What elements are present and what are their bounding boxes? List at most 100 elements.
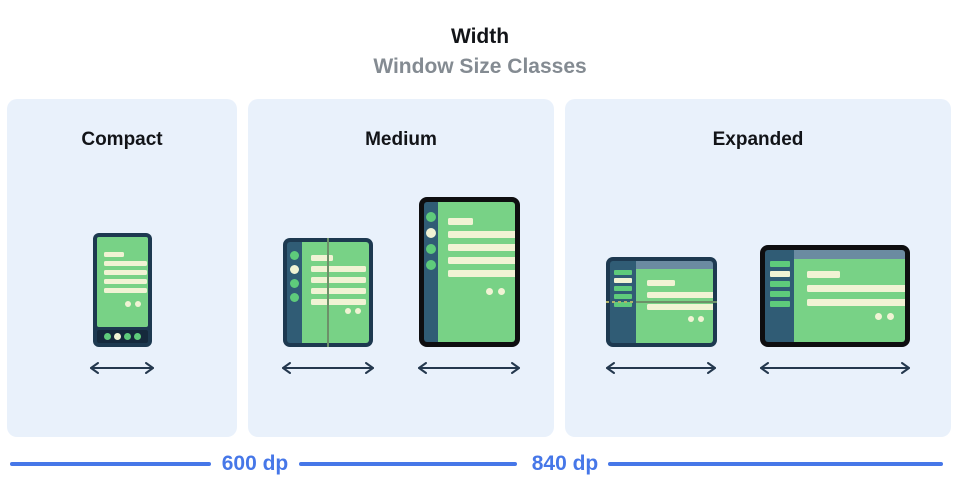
nav-dot	[123, 333, 131, 340]
text-line	[447, 257, 515, 264]
text-lines	[447, 218, 515, 277]
nav-dot	[103, 333, 111, 340]
foldable-display	[287, 242, 369, 343]
action-dots	[485, 288, 505, 295]
text-line	[103, 288, 147, 293]
text-lines	[103, 252, 147, 293]
text-lines	[807, 271, 905, 306]
text-line	[103, 261, 147, 266]
breakpoint-label-840dp: 840 dp	[531, 452, 599, 475]
device-column-desktop	[758, 245, 912, 375]
open-foldable-illustration	[283, 238, 373, 347]
text-line	[447, 231, 515, 238]
nav-rail-icon	[290, 279, 299, 288]
menu-bar	[769, 301, 790, 307]
text-line	[447, 270, 515, 277]
text-line	[646, 304, 713, 310]
width-arrow-icon	[282, 362, 374, 374]
dot	[355, 308, 361, 314]
panel-compact-devices	[7, 233, 237, 375]
menu-bar	[769, 291, 790, 297]
width-arrow-icon	[760, 362, 910, 374]
text-line	[103, 279, 147, 284]
scale-line-segment	[299, 462, 517, 466]
width-arrow-icon	[606, 362, 716, 374]
text-line	[646, 280, 675, 286]
action-dots	[124, 301, 141, 307]
content-pane	[635, 261, 713, 343]
dot	[497, 288, 505, 295]
scale-line-segment	[10, 462, 211, 466]
phone-screen	[96, 237, 148, 327]
text-line	[103, 252, 124, 257]
panel-medium-devices	[248, 197, 554, 375]
diagram-title: Width	[450, 25, 510, 48]
text-line	[447, 244, 515, 251]
desktop-illustration	[760, 245, 910, 347]
nav-rail-icon	[290, 251, 299, 260]
dot	[134, 301, 141, 307]
size-class-panels: Compact	[7, 99, 951, 437]
phone-illustration	[92, 233, 152, 347]
width-arrow-icon	[90, 362, 154, 374]
panel-expanded: Expanded	[565, 99, 951, 437]
text-line	[103, 270, 147, 275]
content-pane	[794, 250, 905, 342]
dot	[887, 313, 894, 320]
panel-medium: Medium	[248, 99, 554, 437]
dot	[875, 313, 882, 320]
panel-compact: Compact	[7, 99, 237, 437]
text-lines	[646, 280, 713, 310]
fold-line-solid	[635, 301, 717, 303]
breakpoint-label-600dp: 600 dp	[221, 452, 289, 475]
tablet-screen	[437, 202, 515, 342]
device-column-open-foldable	[280, 238, 376, 375]
panel-expanded-devices	[565, 245, 951, 375]
device-column-landscape-foldable	[604, 257, 718, 375]
nav-rail-icon	[425, 260, 436, 270]
dot	[697, 316, 704, 322]
dot	[345, 308, 351, 314]
menu-bar	[769, 261, 790, 267]
diagram-subtitle: Window Size Classes	[373, 55, 587, 78]
panel-expanded-label: Expanded	[712, 129, 804, 150]
portrait-tablet-illustration	[418, 197, 520, 347]
menu-bar	[769, 271, 790, 277]
nav-drawer	[765, 250, 794, 342]
text-line	[311, 299, 366, 305]
desktop-display	[765, 250, 905, 342]
action-dots	[345, 308, 361, 314]
menu-bar	[613, 278, 632, 283]
action-dots	[875, 313, 894, 320]
landscape-foldable-illustration	[605, 257, 717, 347]
nav-dot	[133, 333, 141, 340]
foldable-screen	[302, 242, 369, 343]
fold-line	[327, 238, 330, 347]
text-line	[447, 218, 473, 225]
tablet-display	[423, 202, 515, 342]
action-dots	[687, 316, 704, 322]
scale-line-segment	[608, 462, 943, 466]
dot	[485, 288, 493, 295]
text-line	[807, 285, 905, 292]
menu-bar	[613, 286, 632, 291]
nav-rail-icon	[425, 228, 436, 238]
nav-dot	[113, 333, 121, 340]
text-line	[807, 299, 905, 306]
nav-rail-icon	[290, 265, 299, 274]
phone-nav-bar	[96, 330, 148, 343]
device-column-tablet	[416, 197, 522, 375]
dot	[687, 316, 694, 322]
fold-line-dotted	[605, 301, 636, 303]
app-bar	[794, 250, 905, 259]
menu-bar	[613, 270, 632, 275]
menu-bar	[613, 302, 632, 307]
width-arrow-icon	[418, 362, 520, 374]
text-line	[311, 266, 366, 272]
nav-rail	[423, 202, 438, 342]
menu-bar	[769, 281, 790, 287]
app-bar	[635, 261, 713, 269]
diagram-header: Width Window Size Classes	[0, 26, 960, 78]
fold-line	[605, 301, 717, 303]
